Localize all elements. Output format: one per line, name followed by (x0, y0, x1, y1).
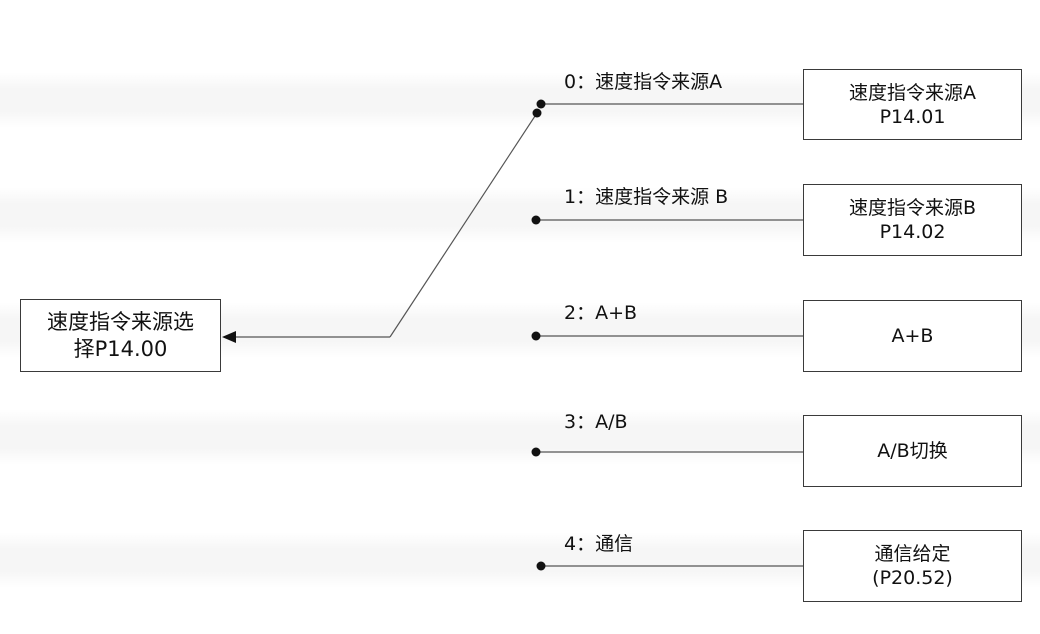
option-contact-1 (531, 215, 541, 225)
option-box-0: 速度指令来源A P14.01 (803, 69, 1022, 140)
option-label-2: 2：A+B (564, 302, 638, 324)
option-box-1-line-2: P14.02 (879, 221, 946, 243)
option-box-0-line-2: P14.01 (879, 105, 946, 128)
option-box-0-line-1: 速度指令来源A (849, 81, 976, 104)
option-box-2: A+B (803, 300, 1022, 372)
option-box-2-line-1: A+B (891, 325, 934, 347)
option-box-1: 速度指令来源B P14.02 (803, 184, 1022, 256)
output-arrowhead (222, 331, 236, 343)
option-box-3-line-1: A/B切换 (877, 440, 948, 462)
option-box-4-line-1: 通信给定 (874, 543, 951, 565)
option-box-4: 通信给定 (P20.52) (803, 530, 1022, 602)
option-contact-4 (536, 561, 546, 571)
option-box-4-line-2: (P20.52) (872, 567, 953, 589)
switch-arm (389, 112, 538, 338)
option-label-4: 4：通信 (564, 533, 634, 555)
option-label-3: 3：A/B (564, 411, 628, 433)
option-contact-3 (531, 447, 541, 457)
option-box-1-line-1: 速度指令来源B (848, 197, 977, 219)
selector-line-2: 择P14.00 (73, 336, 168, 361)
option-contact-0 (536, 99, 546, 109)
speed-source-selector-box: 速度指令来源选 择P14.00 (20, 299, 221, 372)
option-box-3: A/B切换 (803, 415, 1022, 487)
option-contact-2 (531, 331, 541, 341)
switch-pivot-dot (532, 108, 542, 118)
option-label-1: 1：速度指令来源 B (564, 186, 729, 208)
option-label-0: 0：速度指令来源A (564, 71, 723, 93)
selector-line-1: 速度指令来源选 (47, 309, 194, 334)
